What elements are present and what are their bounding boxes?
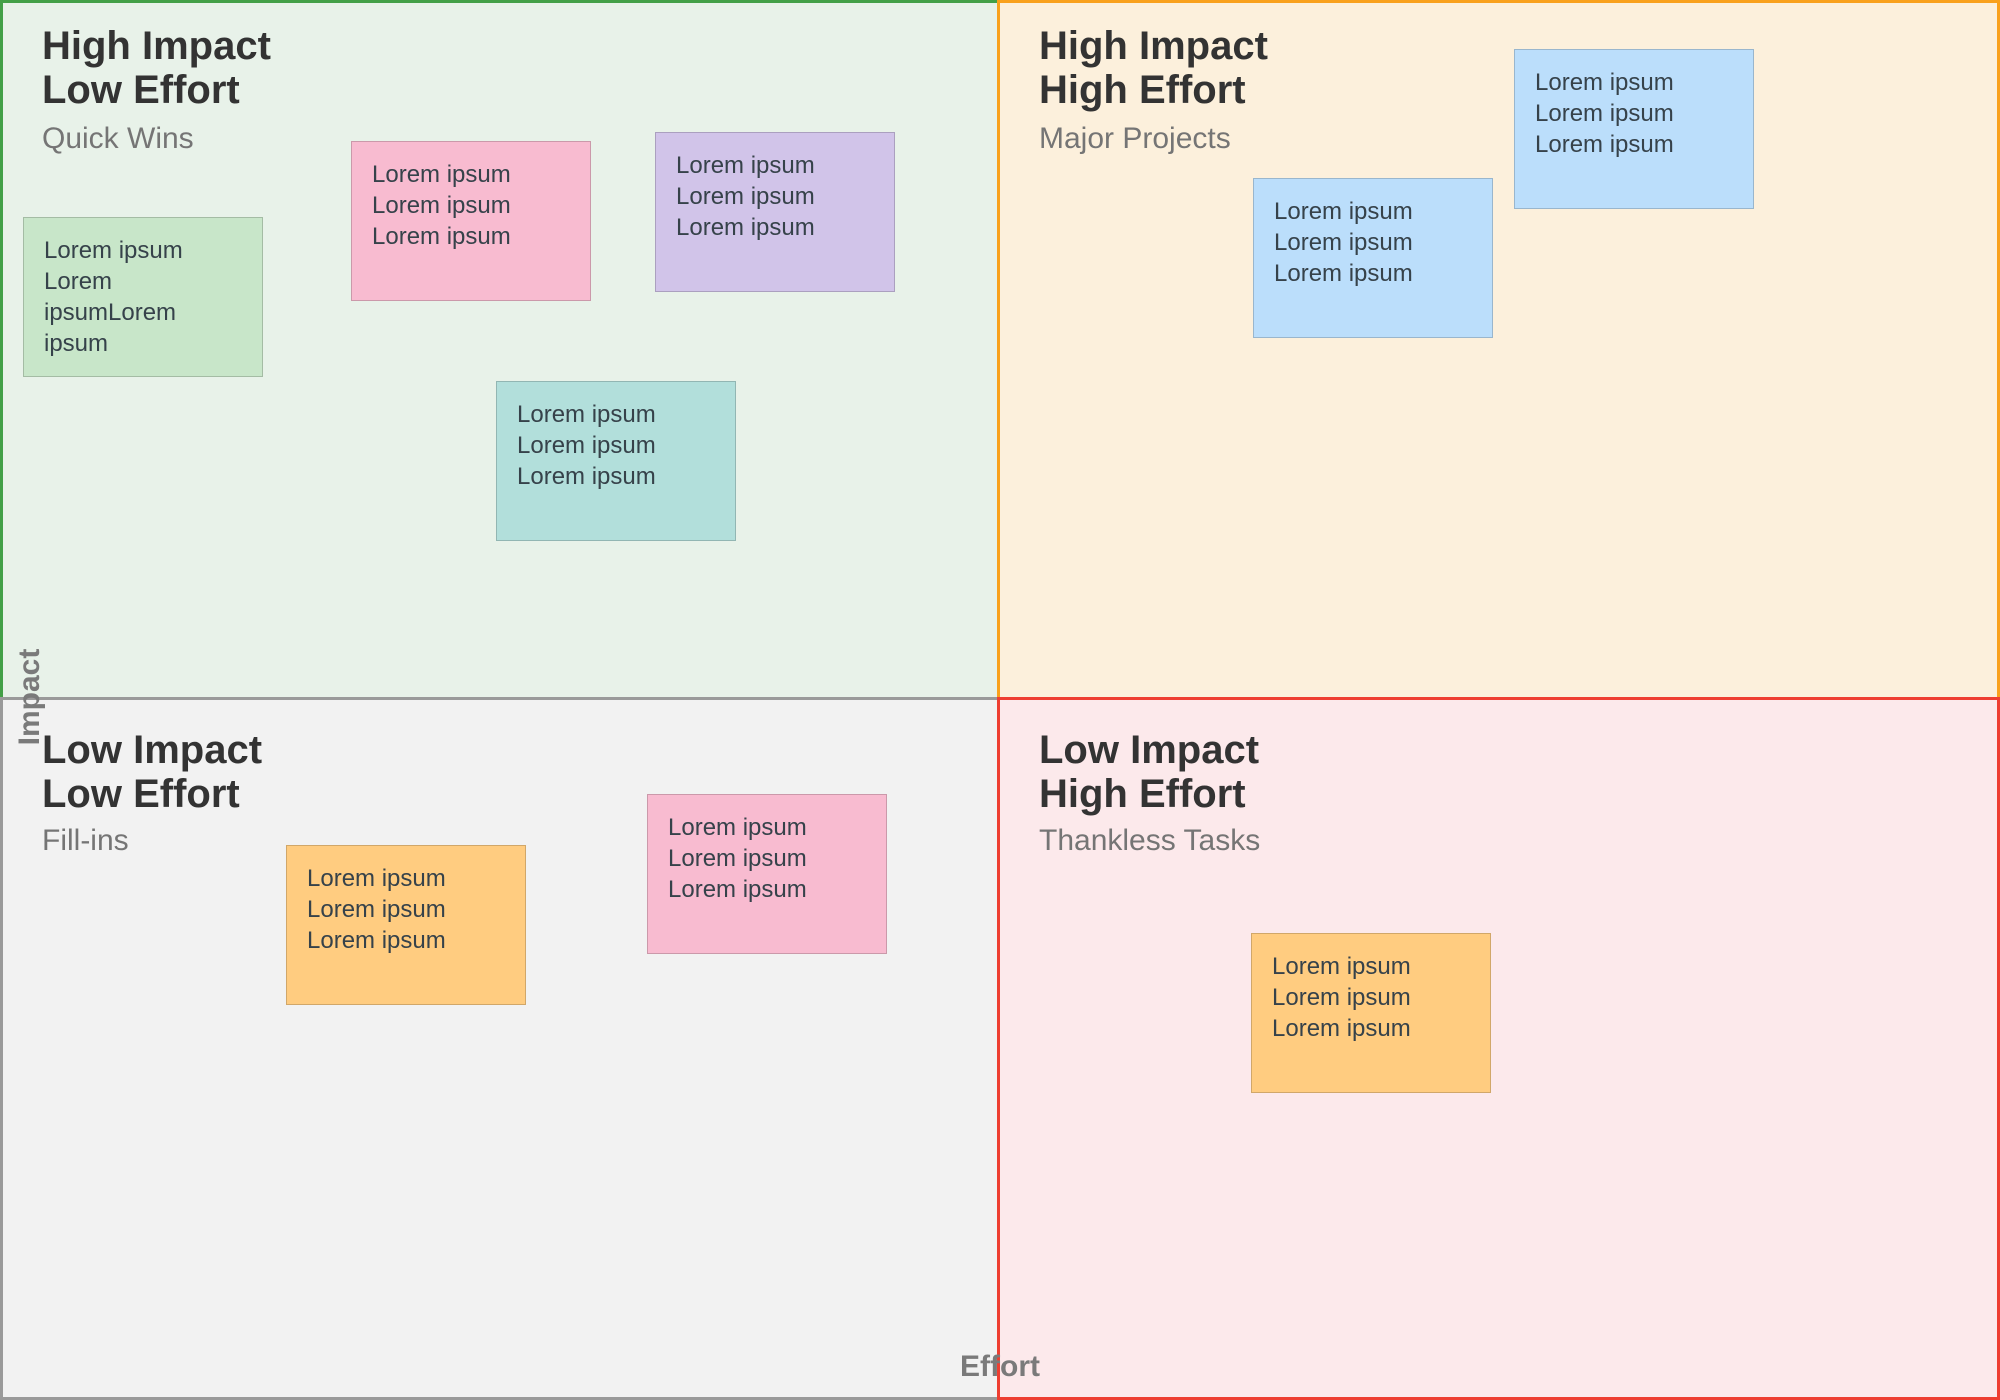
sticky-note[interactable]: Lorem ipsum Lorem ipsum Lorem ipsum: [1514, 49, 1754, 209]
sticky-note[interactable]: Lorem ipsum Lorem ipsum Lorem ipsum: [655, 132, 895, 292]
sticky-note-text: Lorem ipsum Lorem ipsum Lorem ipsum: [372, 161, 511, 250]
quadrant-subtitle: Major Projects: [1039, 122, 1231, 155]
quadrant-title: Low Impact High Effort: [1039, 728, 1260, 816]
sticky-note-text: Lorem ipsum Lorem ipsum Lorem ipsum: [668, 814, 807, 903]
sticky-note[interactable]: Lorem ipsum Lorem ipsum Lorem ipsum: [1253, 178, 1493, 338]
sticky-note[interactable]: Lorem ipsum Lorem ipsum Lorem ipsum: [1251, 933, 1491, 1093]
quadrant-high-impact-high-effort: High Impact High Effort Major Projects: [997, 0, 2000, 700]
sticky-note-text: Lorem ipsum Lorem ipsumLorem ipsum: [44, 237, 183, 357]
sticky-note-text: Lorem ipsum Lorem ipsum Lorem ipsum: [1274, 198, 1413, 287]
sticky-note-text: Lorem ipsum Lorem ipsum Lorem ipsum: [307, 865, 446, 954]
quadrant-title: High Impact High Effort: [1039, 24, 1268, 112]
sticky-note-text: Lorem ipsum Lorem ipsum Lorem ipsum: [1272, 953, 1411, 1042]
effort-axis-label: Effort: [960, 1350, 1040, 1383]
quadrant-subtitle: Quick Wins: [42, 122, 194, 155]
impact-axis-label: Impact: [13, 648, 46, 746]
sticky-note-text: Lorem ipsum Lorem ipsum Lorem ipsum: [517, 401, 656, 490]
quadrant-subtitle: Fill-ins: [42, 824, 129, 857]
sticky-note-text: Lorem ipsum Lorem ipsum Lorem ipsum: [1535, 69, 1674, 158]
quadrant-low-impact-high-effort: Low Impact High Effort Thankless Tasks: [997, 697, 2000, 1400]
sticky-note[interactable]: Lorem ipsum Lorem ipsum Lorem ipsum: [286, 845, 526, 1005]
quadrant-subtitle: Thankless Tasks: [1039, 824, 1261, 857]
quadrant-title: High Impact Low Effort: [42, 24, 271, 112]
sticky-note[interactable]: Lorem ipsum Lorem ipsum Lorem ipsum: [496, 381, 736, 541]
sticky-note[interactable]: Lorem ipsum Lorem ipsum Lorem ipsum: [647, 794, 887, 954]
sticky-note[interactable]: Lorem ipsum Lorem ipsumLorem ipsum: [23, 217, 263, 377]
quadrant-title: Low Impact Low Effort: [42, 728, 263, 816]
sticky-note[interactable]: Lorem ipsum Lorem ipsum Lorem ipsum: [351, 141, 591, 301]
sticky-note-text: Lorem ipsum Lorem ipsum Lorem ipsum: [676, 152, 815, 241]
